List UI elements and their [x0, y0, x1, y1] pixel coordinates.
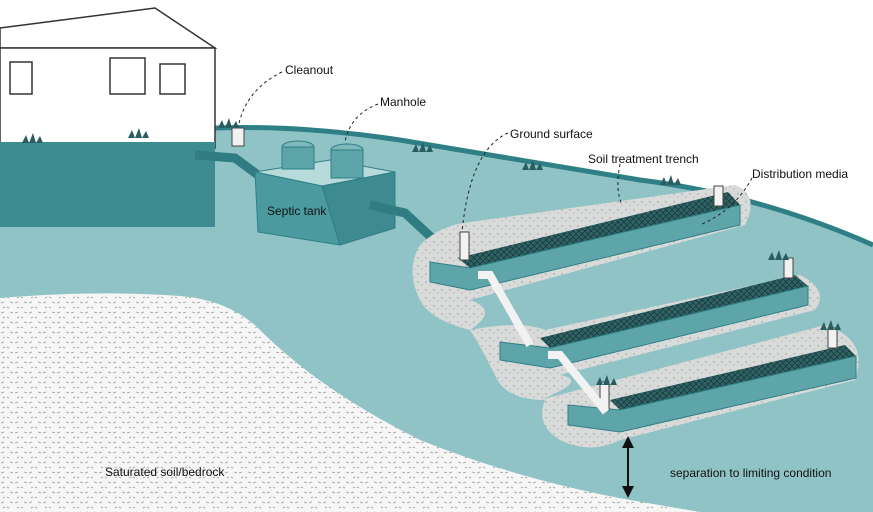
trench-1-mesh [458, 192, 740, 268]
house-window-left [9, 61, 33, 95]
drop-pipe-1 [478, 271, 534, 347]
separation-arrow [622, 436, 634, 498]
septic-tank [254, 140, 396, 246]
manhole-riser-2 [330, 149, 364, 179]
trench-3-mesh [610, 345, 856, 410]
trench-3-front [567, 355, 857, 433]
house-outlet-pipe [194, 150, 265, 182]
trench-3-end-riser [827, 327, 838, 349]
label-separation: separation to limiting condition [670, 466, 832, 480]
trench-3 [567, 327, 857, 433]
label-manhole: Manhole [380, 95, 427, 109]
house-roof [0, 7, 218, 49]
house [0, 7, 218, 227]
house-window-mid [109, 57, 146, 95]
cleanout-pipe [231, 127, 245, 147]
label-distribution-media: Distribution media [752, 167, 849, 181]
saturated-soil-region [0, 293, 700, 512]
trench-2-end-riser [783, 257, 794, 279]
house-window-right [159, 63, 186, 95]
trench-1-riser [459, 231, 470, 261]
leader-trench [617, 163, 623, 206]
label-cleanout: Cleanout [285, 63, 334, 77]
trench-1-front [429, 204, 741, 291]
trench-2-mesh [540, 275, 808, 348]
leader-cleanout [237, 71, 283, 129]
house-foundation [0, 142, 215, 227]
trench-2-front [499, 285, 809, 369]
manhole-riser-1 [281, 146, 315, 170]
grass-tufts [22, 118, 841, 385]
label-septic-tank: Septic tank [267, 204, 327, 218]
label-soil-treatment-trench: Soil treatment trench [588, 152, 699, 166]
trench-1 [429, 185, 741, 291]
trench-1-end-riser [713, 185, 724, 207]
leader-manhole [344, 103, 379, 143]
label-ground-surface: Ground surface [510, 127, 593, 141]
drop-pipe-2 [548, 351, 610, 415]
leader-ground-surface [461, 132, 509, 233]
ground-surface-line [214, 125, 873, 248]
trench-2 [499, 257, 809, 369]
leader-distribution [699, 177, 753, 226]
label-saturated-soil: Saturated soil/bedrock [105, 465, 225, 479]
septic-tank-side [321, 171, 396, 246]
